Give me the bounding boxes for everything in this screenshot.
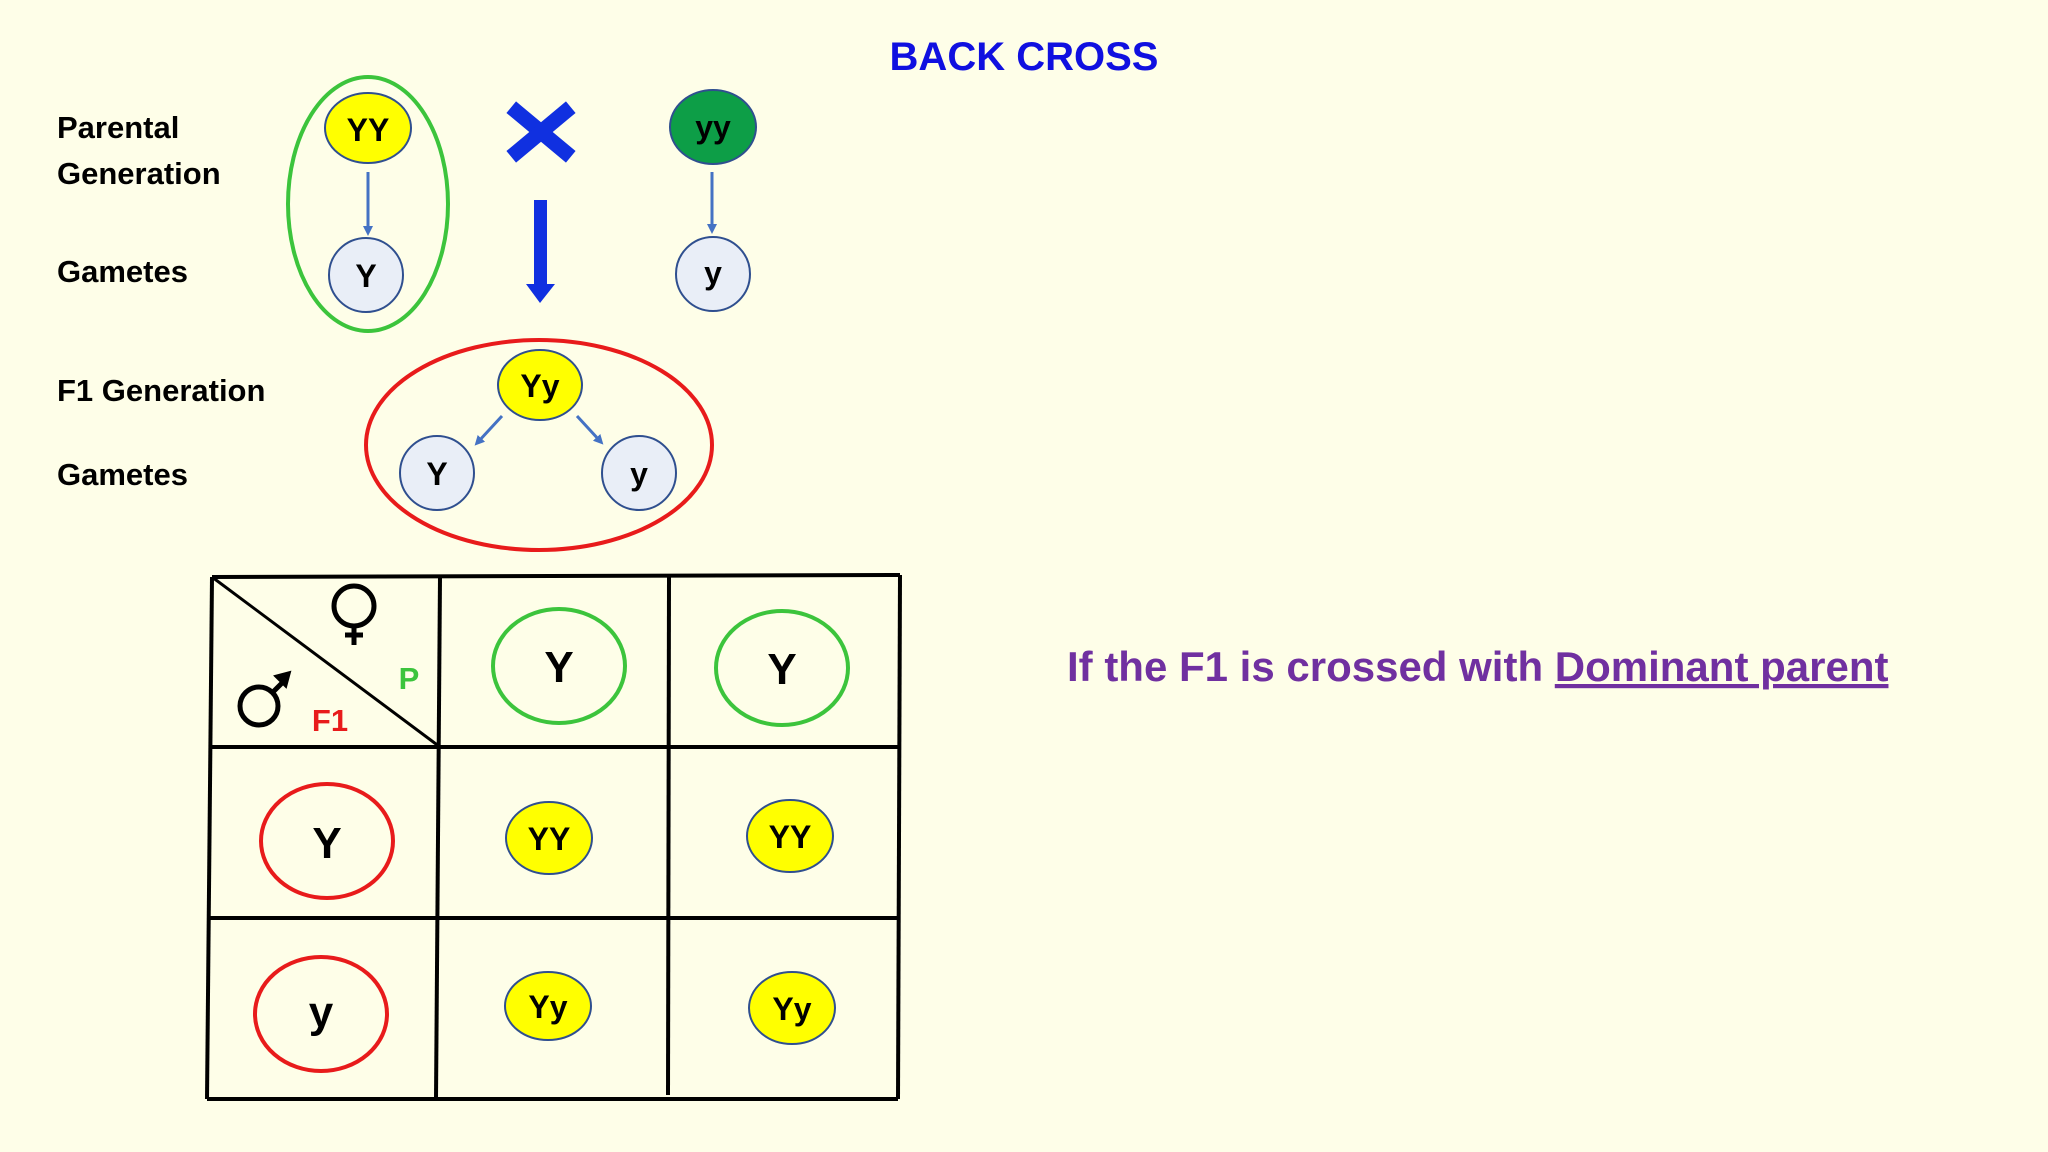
column-header-ring-1 [491, 607, 627, 725]
dominant-parent-emphasis: Dominant parent [1555, 643, 1889, 690]
offspring-cell-1-1-circle [505, 801, 593, 875]
row-header-1: Y [312, 819, 341, 868]
recessive-parent-circle [669, 89, 757, 165]
f1-gamete-circle-1 [399, 435, 475, 511]
f1-arrow-right [575, 414, 604, 445]
down-arrow-icon [526, 200, 555, 303]
dominant-parent-circle [324, 92, 412, 164]
column-header-1: Y [544, 643, 573, 692]
dominant-gamete-circle [328, 237, 404, 313]
column-header-2: Y [767, 645, 796, 694]
offspring-cell-1-2-circle [746, 799, 834, 873]
f1-arrow-left [474, 414, 504, 446]
parental-generation-label-line2: Generation [57, 156, 221, 191]
offspring-cell-1-2: YY [769, 819, 812, 855]
recessive-gamete: y [704, 255, 722, 291]
column-header-ring-2 [714, 609, 850, 727]
f1-genotype: Yy [520, 368, 559, 404]
f1-gamete-1: Y [426, 456, 447, 492]
recessive-gamete-circle [675, 236, 751, 312]
f1-circle [497, 349, 583, 421]
cross-statement-text: If the F1 is crossed with [1067, 643, 1555, 690]
dominant-parent-ring [286, 75, 450, 333]
f1-generation-label: F1 Generation [57, 373, 265, 408]
cross-statement: If the F1 is crossed with Dominant paren… [1067, 643, 1888, 690]
dominant-gamete: Y [355, 258, 376, 294]
female-symbol-icon [331, 583, 377, 645]
row-header-ring-2 [253, 955, 389, 1073]
recessive-parent-genotype: yy [695, 109, 731, 145]
male-symbol-icon [237, 670, 292, 728]
parental-generation-label-line1: Parental [57, 110, 179, 145]
offspring-cell-2-2-circle [748, 971, 836, 1045]
f1-gamete-circle-2 [601, 435, 677, 511]
f1-ring [364, 338, 714, 552]
punnett-grid [205, 573, 902, 1101]
row-header-2: y [309, 988, 334, 1037]
f1-gamete-2: y [630, 456, 648, 492]
offspring-cell-2-1-circle [504, 971, 592, 1041]
f1-gametes-label: Gametes [57, 457, 188, 492]
offspring-cell-2-1: Yy [528, 989, 567, 1025]
cross-icon [506, 101, 576, 163]
dominant-parent-genotype: YY [347, 112, 390, 148]
page-title: BACK CROSS [890, 35, 1159, 79]
offspring-cell-1-1: YY [528, 821, 571, 857]
offspring-cell-2-2: Yy [772, 991, 811, 1027]
corner-female-label: P [399, 661, 420, 696]
corner-male-label: F1 [312, 703, 348, 738]
parental-gametes-label: Gametes [57, 254, 188, 289]
row-header-ring-1 [259, 782, 395, 900]
